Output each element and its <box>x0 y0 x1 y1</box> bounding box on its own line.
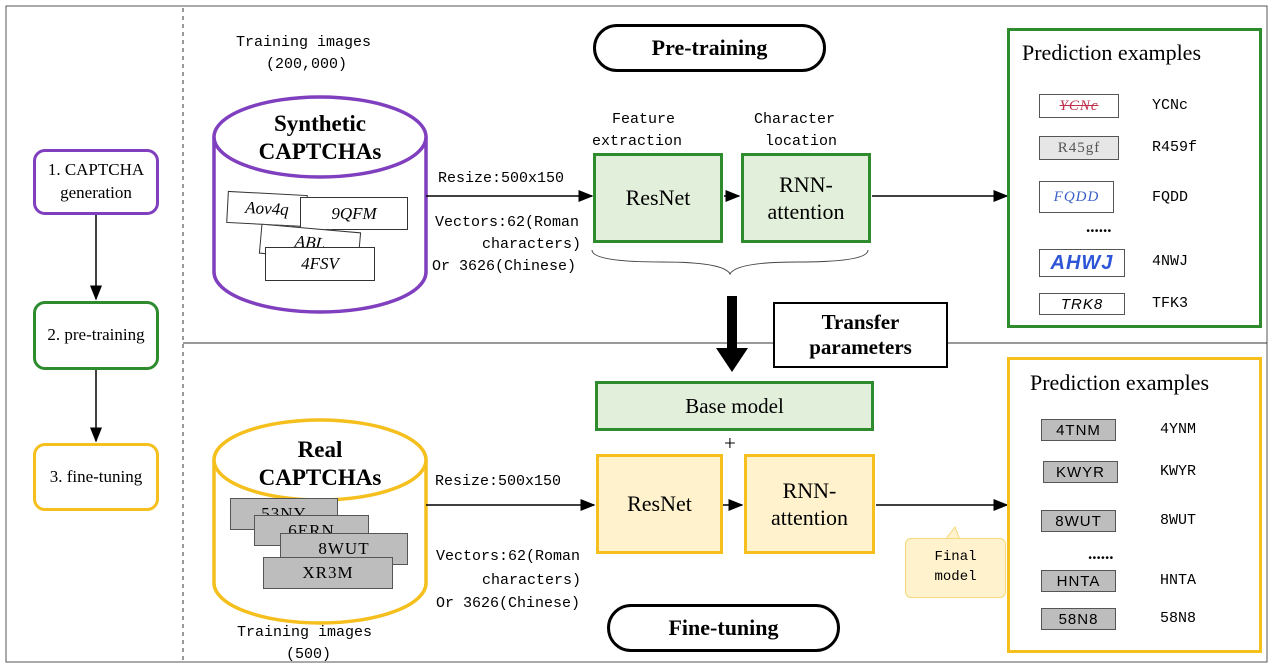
final-model-callout: Final model <box>905 538 1006 598</box>
pretrain-images-count: (200,000) <box>266 56 348 73</box>
prediction-result: 4NWJ <box>1152 253 1189 270</box>
pretrain-vectors-line3: Or 3626(Chinese) <box>432 258 577 275</box>
synthetic-captcha-sample: Aov4q <box>226 190 308 228</box>
prediction-captcha-image: 4TNM <box>1041 419 1116 441</box>
real-db-label: Real CAPTCHAs <box>258 437 382 490</box>
synthetic-captcha-sample: 4FSV <box>265 247 375 281</box>
prediction-captcha-image: HNTA <box>1041 570 1116 592</box>
finetune-vectors-line2: characters) <box>482 572 582 589</box>
outer-frame <box>5 5 1268 663</box>
finetuning-title: Fine-tuning <box>607 604 840 652</box>
rnn-attention-pretrain: RNN-attention <box>741 153 871 243</box>
prediction-title-bottom: Prediction examples <box>1030 370 1210 395</box>
prediction-captcha-image: YCNc <box>1039 94 1119 118</box>
step-fine-tuning: 3. fine-tuning <box>33 443 159 511</box>
finetune-images-label: Training images <box>237 624 373 641</box>
prediction-result: TFK3 <box>1152 295 1189 312</box>
prediction-captcha-image: 58N8 <box>1041 608 1116 630</box>
prediction-ellipsis-bottom: ...... <box>1088 544 1114 563</box>
prediction-result: KWYR <box>1160 463 1197 480</box>
prediction-result: R459f <box>1152 139 1198 156</box>
pretrain-resize-label: Resize:500x150 <box>438 170 565 187</box>
prediction-result: 8WUT <box>1160 512 1197 529</box>
finetune-images-count: (500) <box>286 646 332 663</box>
synthetic-db-label: Synthetic CAPTCHAs <box>258 111 382 164</box>
prediction-ellipsis-top: ...... <box>1086 217 1112 236</box>
prediction-panel-bottom <box>1007 357 1262 653</box>
finetune-vectors-line3: Or 3626(Chinese) <box>436 595 581 612</box>
pretrain-vectors-line1: Vectors:62(Roman <box>435 214 580 231</box>
prediction-panel-top <box>1007 28 1262 328</box>
pretraining-title: Pre-training <box>593 24 826 72</box>
brace-under-models <box>591 249 869 276</box>
pretrain-images-label: Training images <box>236 34 372 51</box>
prediction-captcha-image: 8WUT <box>1041 510 1116 532</box>
finetune-vectors-line1: Vectors:62(Roman <box>436 548 581 565</box>
prediction-result: 4YNM <box>1160 421 1197 438</box>
pretrain-vectors-line2: characters) <box>482 236 582 253</box>
prediction-captcha-image: KWYR <box>1043 461 1118 483</box>
synthetic-captcha-sample: 9QFM <box>300 197 408 230</box>
rnn-attention-finetune: RNN-attention <box>744 454 875 554</box>
plus-sign: + <box>724 431 736 455</box>
base-model-box: Base model <box>595 381 874 431</box>
resnet-pretrain: ResNet <box>593 153 723 243</box>
step-pre-training: 2. pre-training <box>33 301 159 370</box>
transfer-parameters-box: Transfer parameters <box>773 302 948 368</box>
real-captcha-sample: XR3M <box>263 557 393 589</box>
resnet-finetune: ResNet <box>596 454 723 554</box>
feature-label-line1: Feature <box>612 111 676 128</box>
prediction-title-top: Prediction examples <box>1022 40 1202 65</box>
prediction-result: HNTA <box>1160 572 1197 589</box>
finetune-resize-label: Resize:500x150 <box>435 473 562 490</box>
prediction-captcha-image: TRK8 <box>1039 293 1125 315</box>
step-captcha-generation: 1. CAPTCHA generation <box>33 149 159 215</box>
prediction-result: 58N8 <box>1160 610 1197 627</box>
transfer-arrow-head <box>716 348 748 372</box>
prediction-captcha-image: FQDD <box>1039 181 1114 213</box>
prediction-captcha-image: R45gf <box>1039 136 1119 160</box>
feature-label-line2: extraction <box>592 133 683 150</box>
char-label-line2: location <box>765 133 838 150</box>
char-label-line1: Character <box>754 111 836 128</box>
prediction-result: YCNc <box>1152 97 1189 114</box>
prediction-result: FQDD <box>1152 189 1189 206</box>
prediction-captcha-image: AHWJ <box>1039 249 1125 277</box>
